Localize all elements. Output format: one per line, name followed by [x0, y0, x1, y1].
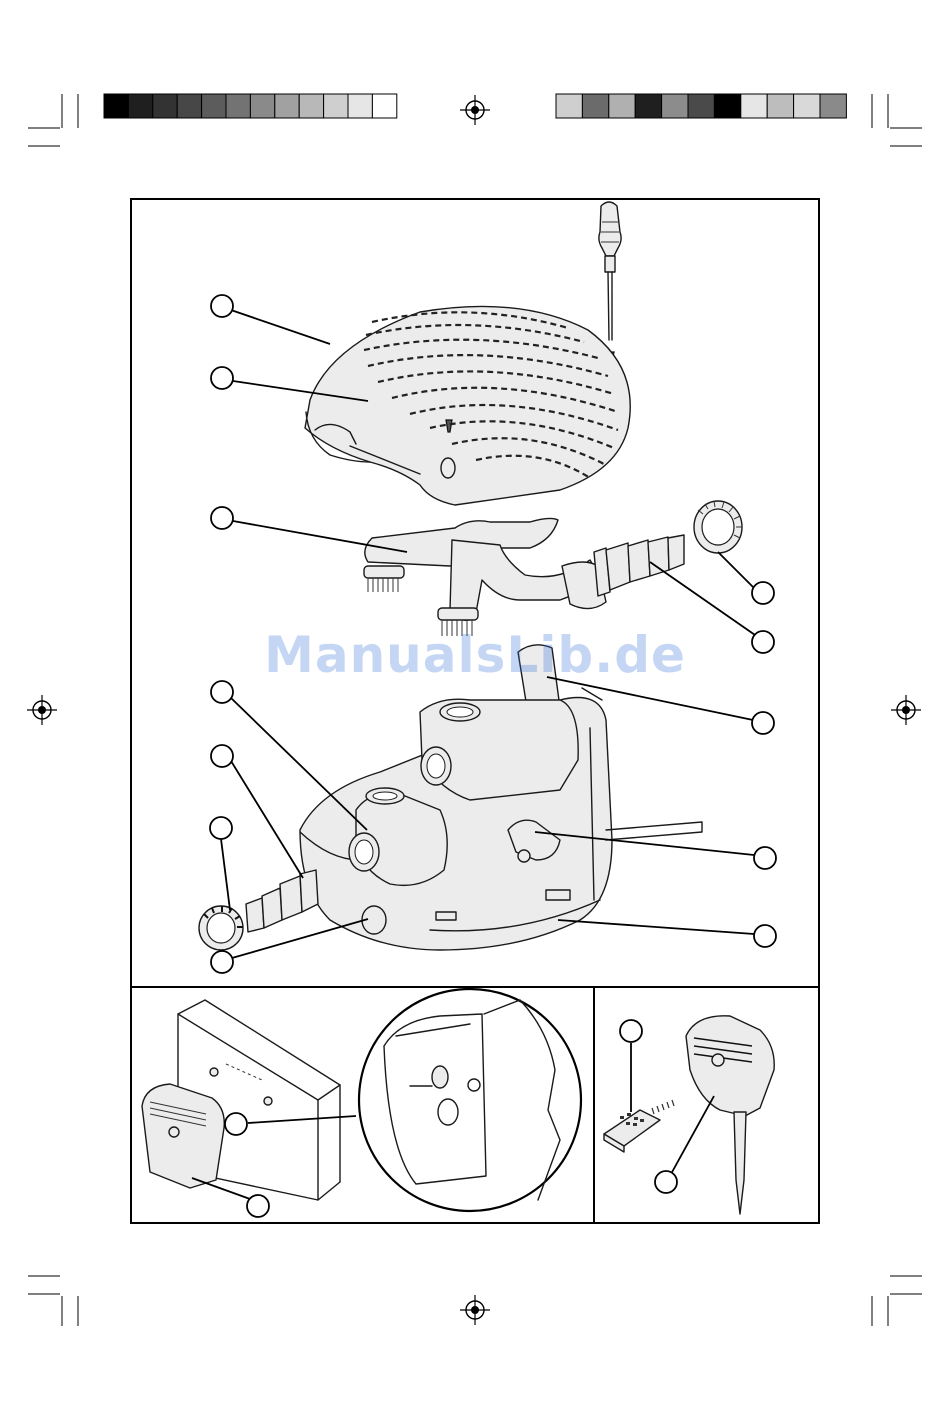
color-swatch — [635, 94, 661, 118]
distributor-manifold — [364, 518, 684, 636]
registration-target-icon — [460, 1295, 490, 1325]
color-swatch — [153, 94, 177, 118]
crop-marks-top-left — [28, 94, 78, 146]
color-swatch — [226, 94, 250, 118]
color-swatch — [372, 94, 396, 118]
color-swatch — [609, 94, 635, 118]
hose-adapter-right — [594, 535, 684, 596]
callout-marker — [754, 925, 776, 947]
color-swatch — [202, 94, 226, 118]
wall-mount-detail — [142, 989, 581, 1211]
callout-marker — [620, 1020, 642, 1042]
callout-marker — [211, 295, 233, 317]
crop-marks-top-right — [872, 94, 922, 146]
pump-base-housing — [300, 688, 702, 950]
callout-marker — [752, 712, 774, 734]
hose-adapter-left — [246, 870, 318, 932]
color-swatch — [250, 94, 274, 118]
callout-marker — [754, 847, 776, 869]
color-swatch — [741, 94, 767, 118]
color-swatch — [299, 94, 323, 118]
color-swatch — [582, 94, 608, 118]
color-swatch — [556, 94, 582, 118]
callout-marker — [211, 951, 233, 973]
color-swatch — [688, 94, 714, 118]
color-swatch — [128, 94, 152, 118]
color-swatch — [820, 94, 846, 118]
union-nut-right — [694, 501, 742, 553]
color-swatch — [662, 94, 688, 118]
color-calibration-bar-left — [104, 94, 397, 118]
color-swatch — [348, 94, 372, 118]
union-nut-left — [199, 906, 243, 950]
color-swatch — [714, 94, 740, 118]
callout-marker — [211, 681, 233, 703]
callout-marker — [655, 1171, 677, 1193]
registration-target-icon — [27, 695, 57, 725]
color-swatch — [177, 94, 201, 118]
callout-marker — [211, 507, 233, 529]
callout-marker — [225, 1113, 247, 1135]
color-swatch — [767, 94, 793, 118]
pump-cover — [305, 306, 630, 505]
exploded-pump-view — [199, 202, 742, 950]
color-swatch — [275, 94, 299, 118]
color-swatch — [324, 94, 348, 118]
callout-marker — [752, 582, 774, 604]
callout-marker — [247, 1195, 269, 1217]
watermark-text: ManualsLib.de — [0, 626, 950, 684]
callout-marker — [210, 817, 232, 839]
color-calibration-bar-right — [556, 94, 846, 118]
color-swatch — [794, 94, 820, 118]
brush-left — [364, 566, 404, 592]
crop-marks-bottom-left — [28, 1276, 78, 1326]
screwdriver-illustration — [599, 202, 621, 362]
callout-marker — [211, 367, 233, 389]
registration-target-icon — [460, 95, 490, 125]
registration-target-icon — [891, 695, 921, 725]
remote-control-detail — [604, 1016, 774, 1214]
color-swatch — [104, 94, 128, 118]
crop-marks-bottom-right — [872, 1276, 922, 1326]
callout-marker — [211, 745, 233, 767]
